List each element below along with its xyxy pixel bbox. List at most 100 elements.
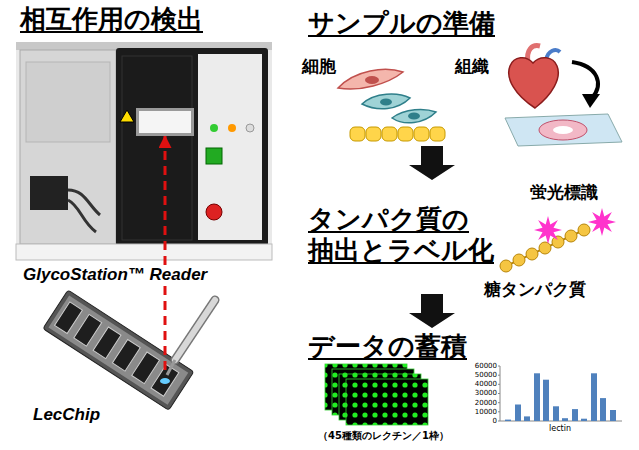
chip-tray — [43, 290, 194, 410]
caption-note: （45種類のレクチン／1枠） — [318, 430, 449, 442]
protein-bead — [552, 236, 564, 248]
chip-well — [132, 352, 160, 384]
axis-tick: 30000 — [475, 389, 497, 397]
array-image — [346, 379, 428, 425]
cell — [392, 110, 436, 123]
protein-bead — [578, 224, 590, 236]
illustration-label: 糖タンパク質 — [484, 279, 586, 299]
device-base — [16, 244, 272, 260]
axis-tick: 50000 — [475, 371, 497, 379]
bar — [600, 398, 606, 421]
tick — [498, 384, 500, 385]
chip-well: LecChip — [152, 370, 178, 392]
bar — [534, 373, 540, 421]
chip-well — [93, 327, 121, 359]
tick — [498, 421, 500, 422]
bar — [524, 416, 530, 421]
epithelial-cell — [398, 127, 413, 141]
warning-sign — [120, 110, 134, 122]
protein-bead — [513, 254, 525, 266]
device-side-unit — [20, 50, 116, 244]
cell — [362, 94, 410, 109]
protein-bead — [539, 242, 551, 254]
axis-tick: 20000 — [475, 399, 497, 407]
chip-well — [112, 339, 140, 371]
status-lamp — [246, 124, 254, 132]
axis-tick: 40000 — [475, 380, 497, 388]
control-panel — [198, 54, 262, 240]
curved-arrow — [572, 62, 598, 98]
sample-drop — [160, 378, 170, 384]
illustration-label: 蛍光標識 — [530, 182, 598, 202]
bar — [591, 373, 597, 421]
epithelial-cell — [430, 127, 445, 141]
bar — [562, 418, 568, 421]
detection-arrow — [164, 136, 167, 370]
cell-nucleus — [408, 113, 420, 120]
tick — [498, 393, 500, 394]
status-lamp — [228, 124, 236, 132]
axis-tick: 0 — [493, 417, 497, 425]
pipette-tip — [167, 360, 175, 375]
protein-bead — [500, 260, 512, 272]
cell — [338, 69, 403, 89]
green-button — [206, 148, 222, 164]
red-button — [206, 204, 222, 220]
device-label: LecChip — [30, 405, 103, 425]
cable — [68, 200, 96, 232]
fluor-star — [588, 208, 616, 236]
power-box — [30, 176, 68, 210]
chip-well — [55, 302, 83, 334]
section-title: 相互作用の検出 — [20, 4, 203, 35]
status-lamp — [210, 124, 218, 132]
epithelial-cell — [350, 127, 365, 141]
cell-nucleus — [380, 99, 392, 106]
bar — [553, 406, 559, 421]
axis-tick: 10000 — [475, 408, 497, 416]
heart — [509, 58, 559, 108]
bar — [543, 380, 549, 421]
bar — [515, 405, 521, 422]
tick — [498, 402, 500, 403]
device-side-panel — [26, 62, 110, 142]
flow-arrow — [409, 294, 455, 328]
pipette-outline — [175, 300, 215, 360]
step-heading: データの蓄積 — [308, 331, 467, 362]
tissue-lumen — [553, 126, 573, 134]
device-label: GlycoStation™ Reader — [20, 265, 210, 285]
bar — [581, 419, 587, 421]
tick — [498, 411, 500, 412]
bar — [572, 409, 578, 421]
curved-arrow-head — [582, 94, 600, 108]
reader-window: GlycoStation™ Reader — [136, 108, 194, 136]
step-heading: サンプルの準備 — [308, 8, 495, 39]
step-heading: タンパク質の 抽出とラベル化 — [308, 204, 508, 266]
fluor-star — [534, 216, 562, 244]
illustration-label: 細胞 — [302, 56, 336, 76]
chip-well — [74, 314, 102, 346]
epithelial-cell — [382, 127, 397, 141]
bar — [610, 410, 616, 421]
tick — [498, 366, 500, 367]
illustration-label: 組織 — [455, 56, 489, 76]
axis-tick: 60000 — [475, 362, 497, 370]
array-spots — [346, 379, 428, 425]
flow-arrow — [409, 146, 455, 180]
chip-body — [48, 296, 188, 405]
tick — [498, 375, 500, 376]
lecchip-slide — [43, 290, 194, 410]
epithelial-cell — [414, 127, 429, 141]
pipette-body — [175, 300, 215, 360]
protein-bead — [526, 248, 538, 260]
bar — [505, 420, 511, 421]
device-door — [122, 56, 192, 240]
device-front — [116, 48, 268, 246]
protein-bead — [565, 230, 577, 242]
epithelial-cell — [366, 127, 381, 141]
device-backdrop — [16, 44, 272, 260]
glass-slide — [505, 114, 622, 146]
tissue-section — [539, 120, 587, 140]
cell-nucleus — [365, 76, 379, 84]
axis-title: lectin — [549, 424, 571, 434]
